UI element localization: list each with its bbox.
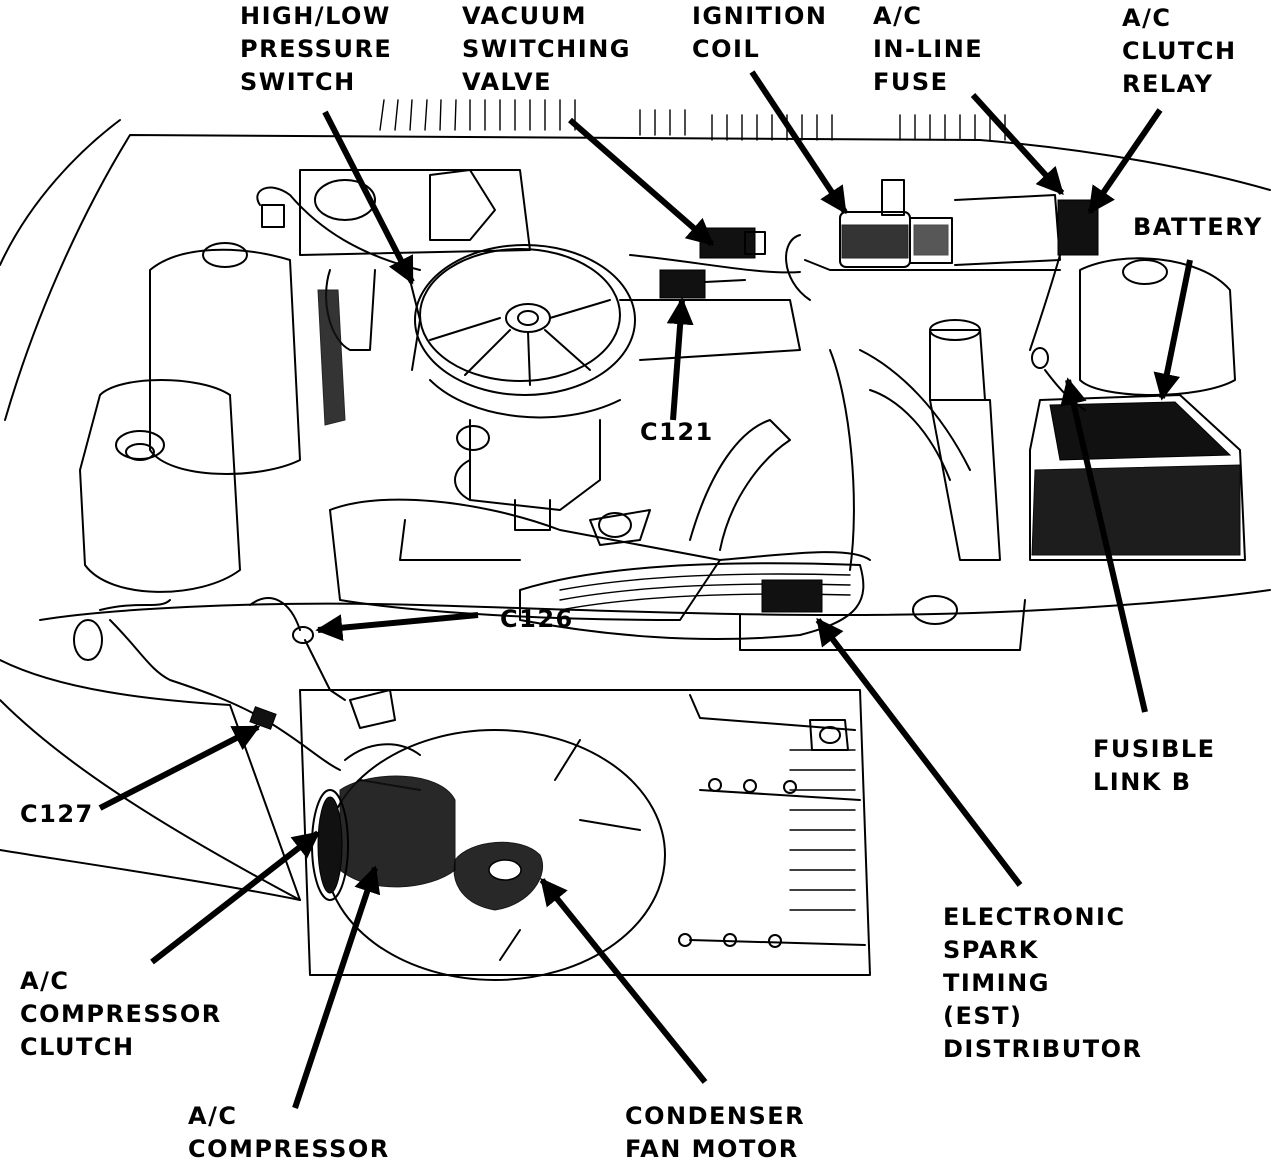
- vsv-drawing: [629, 227, 801, 299]
- label-condenser-fan-motor: CONDENSER FAN MOTOR: [625, 1102, 806, 1163]
- pressure-switch-drawing: [256, 169, 531, 426]
- ignition-coil-drawing: [785, 179, 1061, 301]
- label-ac-inline-fuse: A/C IN-LINE FUSE: [873, 2, 984, 96]
- label-ac-compressor-clutch: A/C COMPRESSOR CLUTCH: [20, 967, 222, 1061]
- label-ac-clutch-relay: A/C CLUTCH RELAY: [1122, 4, 1237, 98]
- label-ignition-coil: IGNITION COIL: [692, 2, 828, 63]
- label-ac-compressor: A/C COMPRESSOR: [188, 1102, 390, 1163]
- label-c127: C127: [20, 800, 94, 828]
- battery-drawing: [1029, 257, 1246, 561]
- distributor-drawing: [519, 562, 1026, 651]
- hoses: [689, 319, 1001, 561]
- leader-arrows: [98, 70, 1193, 1109]
- label-c121: C121: [640, 418, 714, 446]
- throttle-body: [454, 419, 601, 531]
- label-high-low-pressure-switch: HIGH/LOW PRESSURE SWITCH: [240, 2, 393, 96]
- left-reservoirs: [79, 242, 301, 593]
- label-vacuum-switching-valve: VACUUM SWITCHING VALVE: [462, 2, 631, 96]
- label-battery: BATTERY: [1133, 213, 1263, 241]
- relay-drawing: [1029, 199, 1099, 411]
- wiring-harness: [73, 349, 855, 771]
- label-fusible-link-b: FUSIBLE LINK B: [1093, 735, 1216, 796]
- label-est-distributor: ELECTRONIC SPARK TIMING (EST) DISTRIBUTO…: [943, 903, 1143, 1063]
- body-outline: [0, 99, 1271, 901]
- label-c126: C126: [500, 605, 574, 633]
- air-cleaner: [414, 244, 801, 419]
- compressor-drawing: [311, 689, 456, 901]
